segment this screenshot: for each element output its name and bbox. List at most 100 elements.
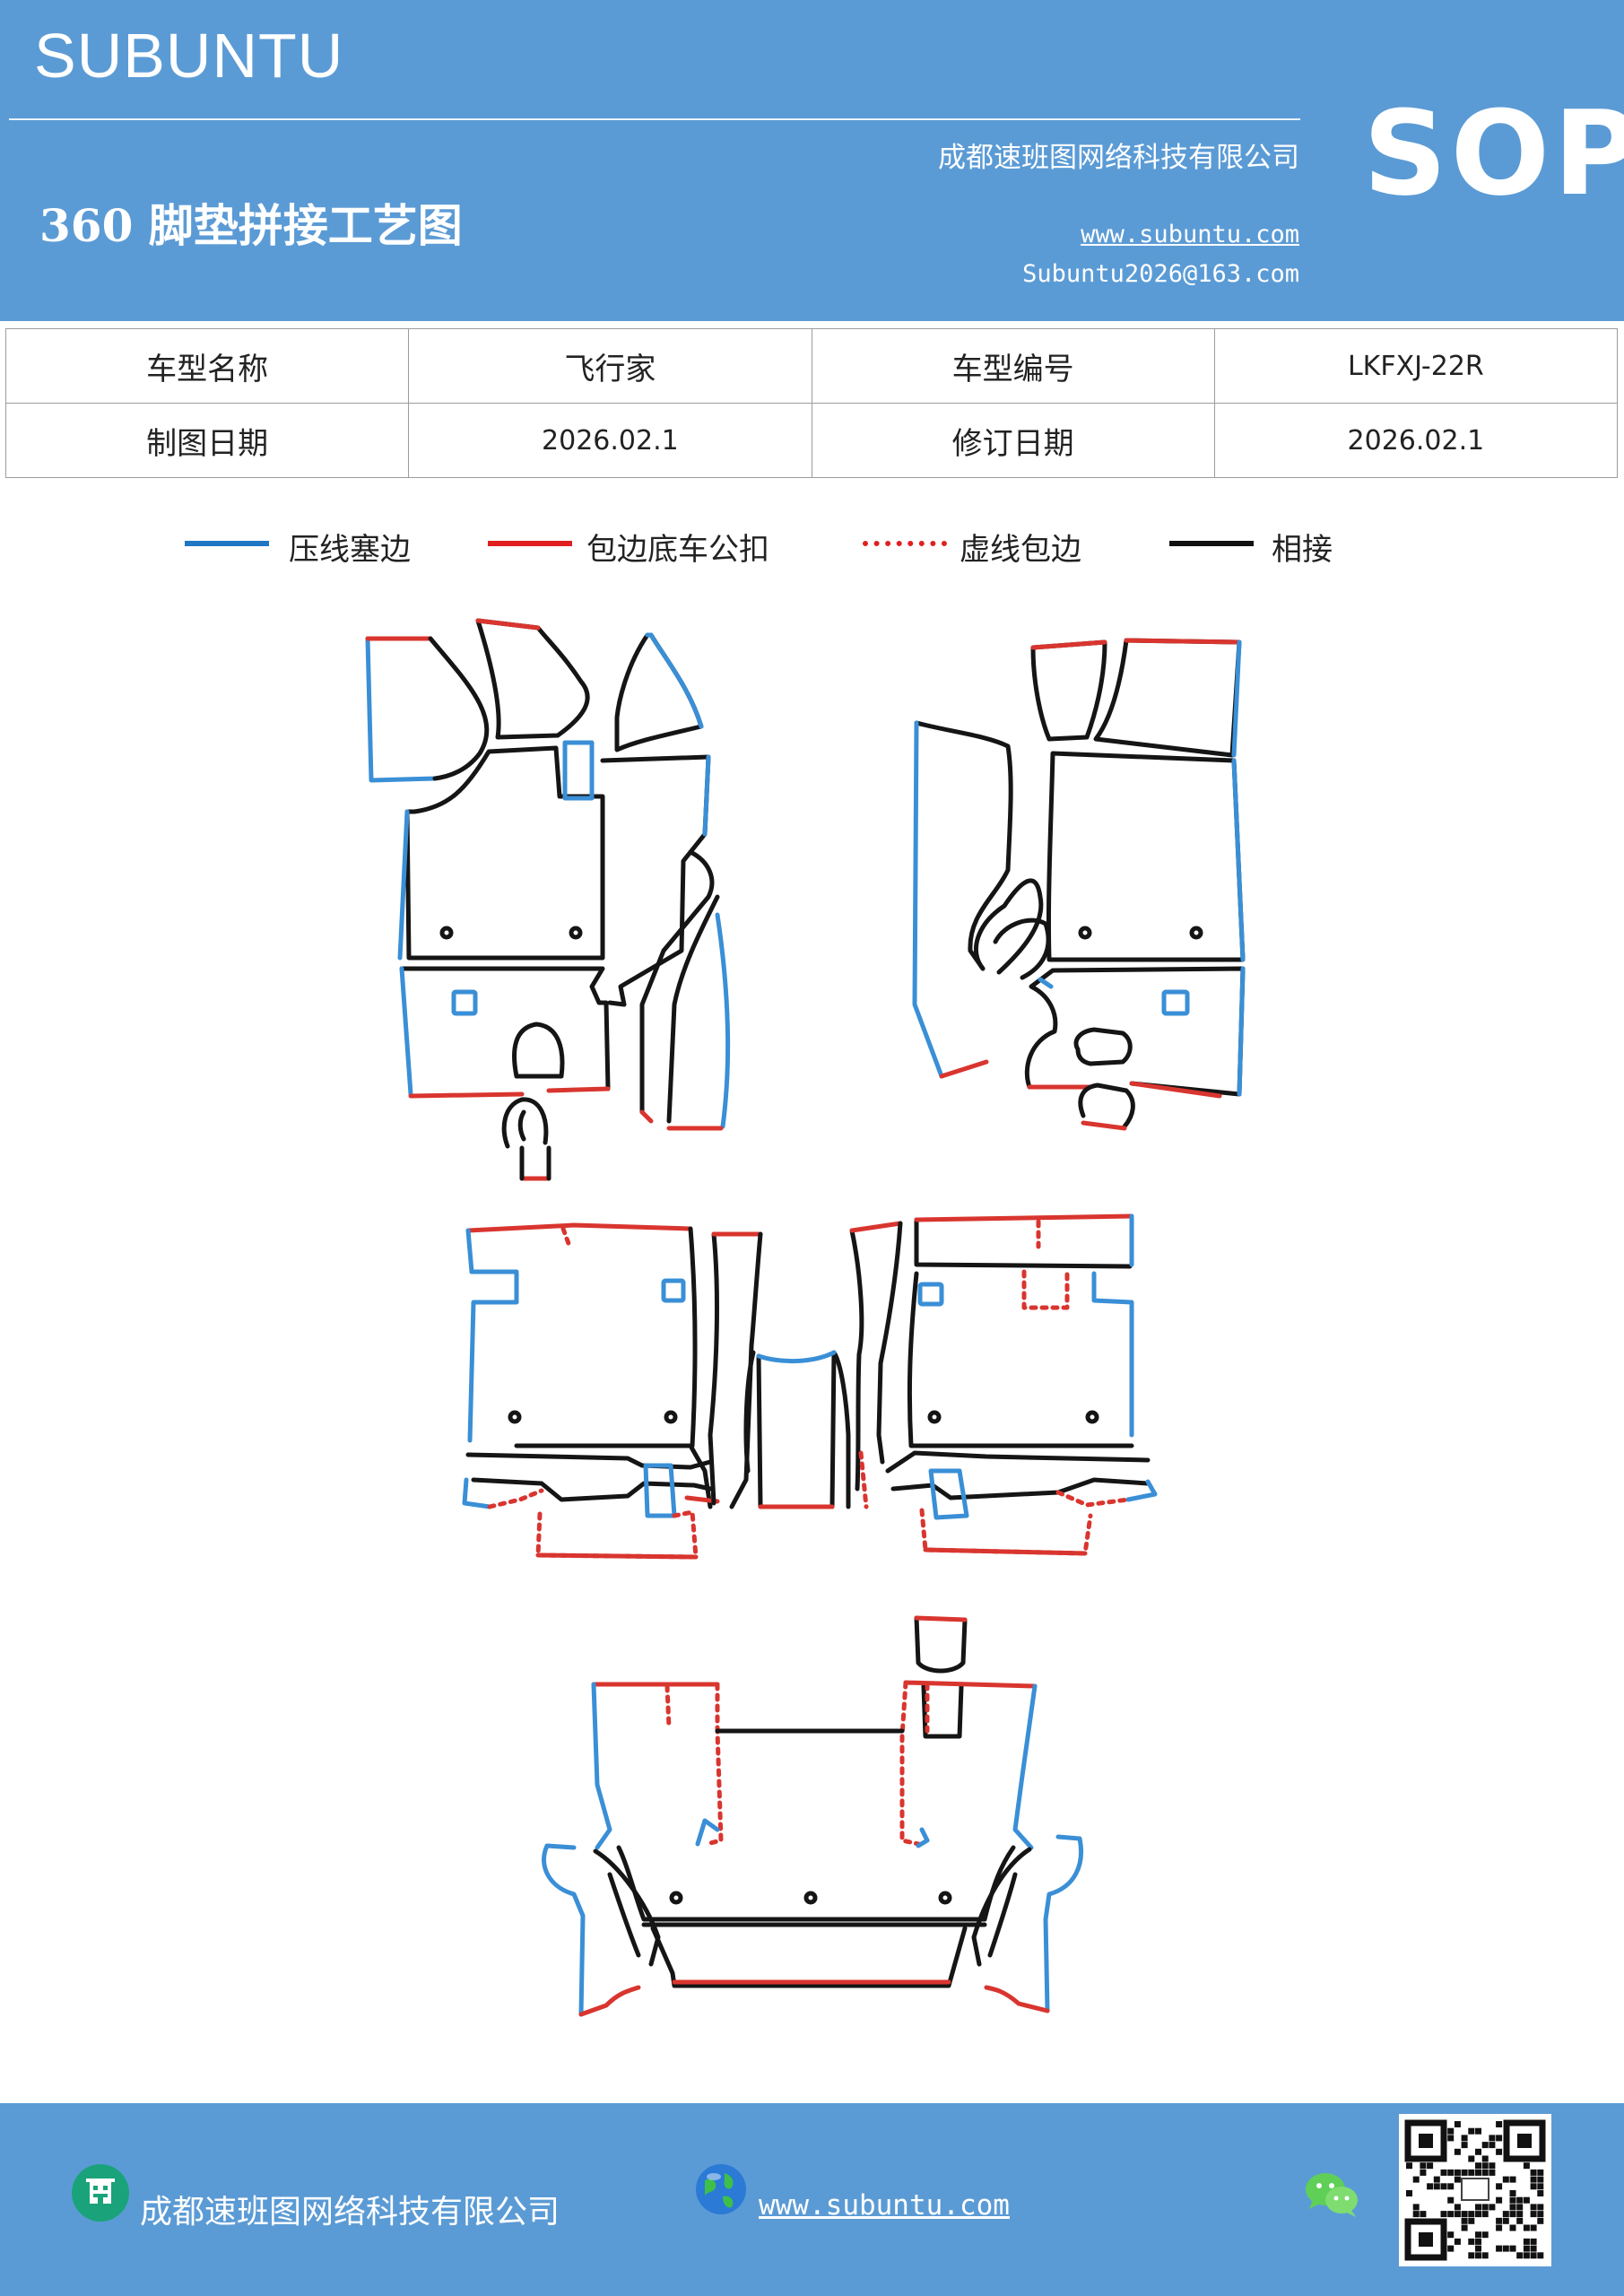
- front-right-lower-blue: [1038, 966, 1246, 1097]
- rear-left-wing-red: [578, 1985, 641, 2017]
- qr-module: [1420, 2169, 1427, 2176]
- middle-right-top-strip-red: [914, 1213, 1134, 1222]
- qr-module: [1530, 2176, 1537, 2183]
- qr-module: [1454, 2169, 1461, 2176]
- qr-module: [1440, 2211, 1447, 2218]
- front-left-upper-panel: [365, 636, 438, 783]
- qr-module: [1406, 2190, 1412, 2196]
- middle-left-sill-1: [465, 1452, 713, 1470]
- qr-module: [1489, 2142, 1496, 2149]
- front-left-piece-3-blue: [645, 632, 704, 729]
- front-left-main-panel: [404, 745, 605, 961]
- front-left-lower-red: [408, 1086, 611, 1099]
- front-left-mat-group: [365, 618, 731, 1181]
- label-model-name: 车型名称: [4, 328, 410, 404]
- qr-module: [1433, 2176, 1440, 2183]
- front-left-side-strip-blue: [702, 754, 711, 837]
- qr-module: [1509, 2211, 1516, 2218]
- front-left-heel-pad-stem: [519, 1145, 551, 1181]
- middle-center-strip-4: [876, 1221, 903, 1465]
- qr-module: [1530, 2245, 1537, 2252]
- front-left-rail-1: [639, 849, 715, 1115]
- qr-module: [1475, 2204, 1481, 2211]
- front-right-mat-group: [912, 638, 1246, 1131]
- front-right-heel-pad-1: [1073, 1027, 1133, 1066]
- middle-center-strip-3-red: [849, 1221, 903, 1233]
- qr-code[interactable]: [1399, 2114, 1551, 2266]
- legend-label-dotted: 虚线包边: [960, 532, 1081, 568]
- front-right-lower-red: [1027, 1081, 1222, 1099]
- wechat-icon: [1302, 2168, 1361, 2222]
- front-left-heel-pad: [512, 1022, 565, 1079]
- middle-right-hole-1: [927, 1410, 942, 1424]
- front-right-top-piece-2-red: [1124, 638, 1242, 645]
- front-right-heel-pad-2: [1078, 1083, 1135, 1129]
- front-right-top-piece-2: [1093, 638, 1242, 758]
- qr-module: [1433, 2183, 1440, 2190]
- front-right-left-strip: [914, 720, 1013, 971]
- qr-module: [1496, 2245, 1503, 2252]
- footer-website-link[interactable]: www.subuntu.com: [759, 2189, 1010, 2222]
- value-revise-date: 2026.02.1: [1213, 403, 1619, 478]
- middle-right-sill-1: [885, 1450, 1151, 1474]
- sop-badge: SOP: [1363, 85, 1624, 222]
- qr-module: [1530, 2183, 1537, 2190]
- website-link[interactable]: www.subuntu.com: [1081, 221, 1299, 248]
- qr-module: [1475, 2231, 1481, 2239]
- middle-mat-group: [462, 1213, 1158, 1560]
- qr-module: [1475, 2162, 1481, 2170]
- rear-headrest-stem: [921, 1683, 964, 1739]
- front-left-lower-panel: [399, 966, 611, 1091]
- page-title: 360 脚垫拼接工艺图: [39, 199, 463, 252]
- rear-main-panel-blue: [591, 1682, 1038, 1850]
- front-left-rail-2: [666, 894, 720, 1124]
- qr-module: [1454, 2176, 1461, 2183]
- middle-left-panel-blue: [465, 1228, 519, 1443]
- qr-module: [1523, 2162, 1530, 2170]
- middle-left-sill-dotted: [487, 1488, 699, 1560]
- vehicle-info-table: 车型名称 飞行家 车型编号 LKFXJ-22R 制图日期 2026.02.1 修…: [4, 328, 1619, 478]
- qr-module: [1509, 2245, 1516, 2252]
- qr-module: [1468, 2252, 1475, 2259]
- qr-module: [1420, 2211, 1427, 2218]
- rear-hole-1: [669, 1891, 683, 1905]
- qr-module: [1489, 2135, 1496, 2142]
- legend-swatch-press: [185, 541, 269, 546]
- qr-module: [1481, 2142, 1489, 2149]
- middle-left-sill-2: [471, 1477, 713, 1502]
- front-left-rail-red: [639, 1109, 724, 1131]
- qr-module: [1496, 2148, 1503, 2155]
- rear-sill: [650, 1926, 968, 1988]
- qr-module: [1461, 2135, 1468, 2142]
- qr-module: [1537, 2211, 1544, 2218]
- qr-module: [1516, 2252, 1524, 2259]
- middle-right-sill-dotted: [919, 1490, 1131, 1556]
- qr-module: [1454, 2204, 1461, 2211]
- middle-right-panel: [907, 1271, 1134, 1448]
- legend-label-press: 压线塞边: [289, 532, 411, 568]
- qr-module: [1475, 2252, 1481, 2259]
- qr-module: [1537, 2252, 1544, 2259]
- qr-module: [1461, 2211, 1468, 2218]
- legend-swatch-edge: [488, 541, 572, 546]
- qr-module: [1489, 2204, 1496, 2211]
- rear-mat-group: [542, 1615, 1083, 2017]
- legend-label-edge: 包边底车公扣: [586, 532, 769, 568]
- qr-module: [1420, 2162, 1427, 2170]
- qr-module: [1412, 2176, 1420, 2183]
- rear-right-wing-blue: [1043, 1834, 1083, 2013]
- qr-module: [1530, 2169, 1537, 2176]
- qr-module: [1461, 2224, 1468, 2231]
- qr-module: [1537, 2176, 1544, 2183]
- qr-module: [1468, 2211, 1475, 2218]
- qr-module: [1447, 2183, 1455, 2190]
- qr-module: [1523, 2224, 1530, 2231]
- qr-module: [1537, 2183, 1544, 2190]
- qr-module: [1427, 2183, 1434, 2190]
- qr-module: [1496, 2183, 1503, 2190]
- front-right-main-panel: [1046, 751, 1246, 962]
- brand-name: SUBUNTU: [34, 21, 344, 91]
- middle-right-sill-blue: [928, 1468, 1158, 1520]
- qr-module: [1530, 2211, 1537, 2218]
- value-model-code: LKFXJ-22R: [1213, 328, 1619, 404]
